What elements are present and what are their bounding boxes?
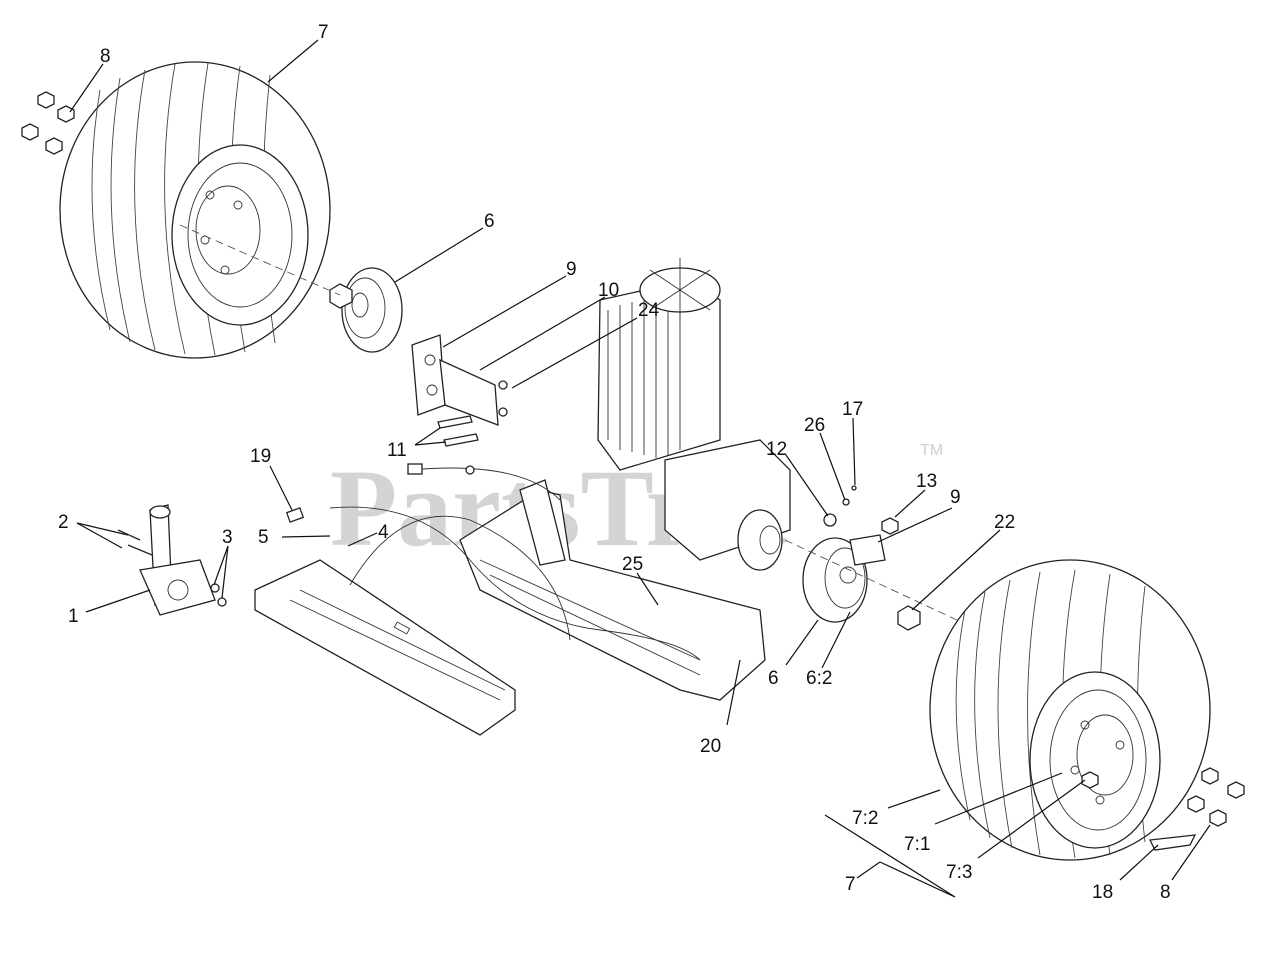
axis-line-upper <box>179 224 341 296</box>
callout-1: 1 <box>68 606 79 627</box>
callout-11: 11 <box>387 440 407 461</box>
frame-chassis <box>459 479 766 701</box>
transaxle-motor <box>597 258 791 571</box>
callout-18: 18 <box>1092 882 1113 903</box>
brake-hub-right <box>802 485 921 631</box>
callout-24: 24 <box>638 300 660 321</box>
callout-20: 20 <box>700 736 721 757</box>
callout-13: 13 <box>916 471 937 492</box>
callout-25: 25 <box>622 554 643 575</box>
callout-7-upper: 7 <box>318 22 329 43</box>
callout-labels: 7 8 6 9 10 24 11 19 2 3 5 4 1 12 26 17 1… <box>58 22 1171 903</box>
callout-9-upper: 9 <box>566 259 577 280</box>
callout-9-lower: 9 <box>950 487 961 508</box>
callout-7-3: 7:3 <box>946 862 972 883</box>
watermark-trademark: TM <box>920 442 943 459</box>
leader-lines <box>69 39 1211 898</box>
callout-7-lower: 7 <box>845 874 856 895</box>
callout-6-upper: 6 <box>484 211 495 232</box>
brake-bracket-assembly <box>411 334 508 447</box>
callout-6-lower: 6 <box>768 668 779 689</box>
callout-12: 12 <box>766 439 787 460</box>
callout-3: 3 <box>222 527 233 548</box>
rear-wheel-left <box>59 61 331 359</box>
callout-7-1: 7:1 <box>904 834 930 855</box>
deck-plate <box>254 559 516 736</box>
callout-17: 17 <box>842 399 863 420</box>
callout-6-2: 6:2 <box>806 668 832 689</box>
lug-nuts-left <box>21 91 75 155</box>
callout-10: 10 <box>598 280 619 301</box>
pedal-assembly <box>117 504 227 616</box>
brake-hub-upper <box>329 267 403 353</box>
callout-8-lower: 8 <box>1160 882 1171 903</box>
callout-22: 22 <box>994 512 1015 533</box>
callout-2: 2 <box>58 512 69 533</box>
callout-26: 26 <box>804 415 825 436</box>
cables <box>285 463 701 661</box>
callout-4: 4 <box>378 522 389 543</box>
callout-19: 19 <box>250 446 271 467</box>
callout-5: 5 <box>258 527 269 548</box>
lug-nuts-right <box>1081 767 1245 827</box>
callout-7-2: 7:2 <box>852 808 878 829</box>
callout-8-upper: 8 <box>100 46 111 67</box>
rear-wheel-right <box>929 559 1211 861</box>
